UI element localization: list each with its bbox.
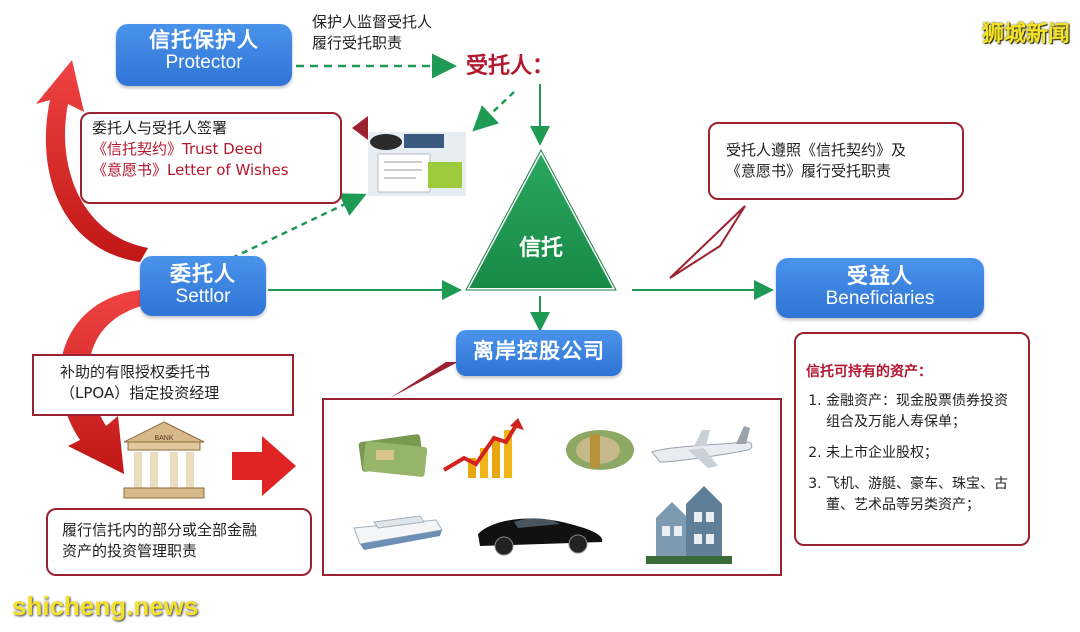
bank-sign: BANK: [154, 435, 173, 442]
trustee-callout: 受托人遵照《信托契约》及 《意愿书》履行受托职责: [708, 122, 964, 200]
settlor-to-protector-arrow: [36, 60, 148, 262]
protector-label-zh: 信托保护人: [149, 28, 259, 52]
sign-callout-line3: 《意愿书》Letter of Wishes: [92, 161, 289, 179]
trustee-callout-line2: 《意愿书》履行受托职责: [726, 162, 892, 180]
trustee-callout-tail: [669, 205, 746, 279]
settlor-label-zh: 委托人: [170, 262, 236, 286]
assets-list-item: 未上市企业股权；: [826, 443, 1014, 464]
beneficiaries-node: 受益人 Beneficiaries: [776, 258, 984, 318]
document-signing-image: [368, 132, 466, 196]
bank-image: BANK: [123, 421, 205, 499]
sports-car-icon: [478, 518, 603, 556]
mansion-icon: [646, 486, 732, 564]
bank-right-arrow: [232, 436, 296, 496]
money-roll-icon: [566, 430, 634, 470]
asset-images-box: [322, 398, 782, 576]
offshore-tail: [390, 362, 458, 398]
settlor-node: 委托人 Settlor: [140, 256, 266, 316]
investment-line1: 履行信托内的部分或全部金融: [62, 521, 258, 539]
yacht-icon: [353, 515, 443, 550]
sign-callout: 委托人与受托人签署 《信托契约》Trust Deed 《意愿书》Letter o…: [80, 112, 342, 204]
assets-list-title: 信托可持有的资产：: [806, 364, 932, 380]
offshore-company-node: 离岸控股公司: [456, 330, 622, 376]
lpoa-line1: 补助的有限授权委托书: [60, 363, 211, 381]
investment-line2: 资产的投资管理职责: [62, 542, 198, 560]
lpoa-callout: 补助的有限授权委托书 （LPOA）指定投资经理: [32, 354, 294, 416]
assets-list-box: 信托可持有的资产： 金融资产：现金股票债券投资组合及万能人寿保单； 未上市企业股…: [794, 332, 1030, 546]
watermark-top: 狮城新闻: [981, 22, 1070, 47]
trust-label: 信托: [518, 236, 563, 261]
protector-node: 信托保护人 Protector: [116, 24, 292, 86]
growth-chart-icon: [442, 418, 524, 478]
investment-callout: 履行信托内的部分或全部金融 资产的投资管理职责: [46, 508, 312, 576]
beneficiaries-label-zh: 受益人: [847, 264, 913, 288]
sign-callout-line1: 委托人与受托人签署: [92, 119, 228, 137]
watermark-bottom: shicheng.news: [12, 591, 199, 621]
assets-list: 金融资产：现金股票债券投资组合及万能人寿保单； 未上市企业股权； 飞机、游艇、豪…: [806, 391, 1014, 516]
trustee-to-sign-arrow: [472, 91, 515, 132]
beneficiaries-label-en: Beneficiaries: [825, 288, 935, 309]
protector-label-en: Protector: [165, 52, 243, 73]
trustee-callout-line1: 受托人遵照《信托契约》及: [726, 141, 907, 159]
sign-callout-line2: 《信托契约》Trust Deed: [92, 140, 263, 158]
protector-note: 保护人监督受托人履行受托职责: [312, 13, 433, 52]
settlor-to-sign-arrow: [231, 193, 367, 260]
cash-icon: [358, 434, 428, 477]
assets-list-item: 飞机、游艇、豪车、珠宝、古董、艺术品等另类资产；: [826, 474, 1014, 516]
lpoa-line2: （LPOA）指定投资经理: [60, 384, 220, 402]
airplane-icon: [651, 426, 753, 468]
trustee-label: 受托人：: [466, 54, 555, 79]
assets-list-item: 金融资产：现金股票债券投资组合及万能人寿保单；: [826, 391, 1014, 433]
offshore-company-label: 离岸控股公司: [473, 339, 605, 363]
sign-callout-tail: [352, 116, 368, 140]
trust-triangle: [462, 145, 620, 292]
settlor-label-en: Settlor: [175, 286, 231, 307]
settlor-to-bank-arrow: [60, 290, 150, 474]
